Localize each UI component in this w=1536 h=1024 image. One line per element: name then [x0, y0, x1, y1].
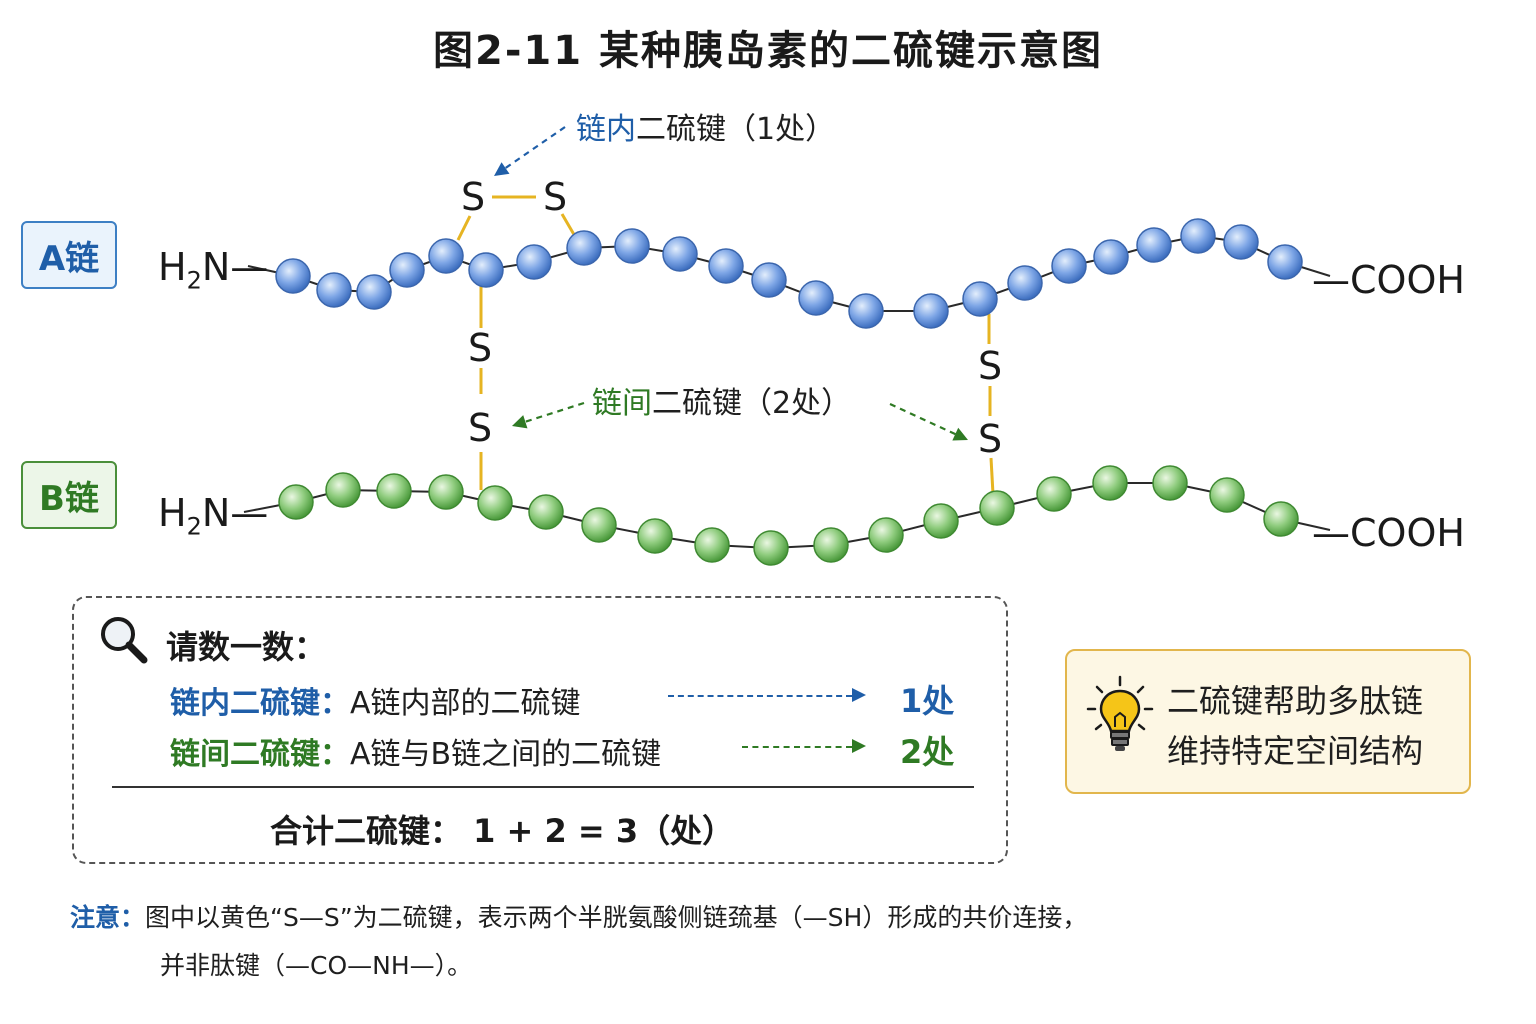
inter-count-arrow [742, 746, 852, 748]
chain-b-residue [868, 517, 904, 553]
chain-b-residue [753, 530, 789, 566]
sulfur-atom-label: S [543, 175, 567, 219]
chain-b-residue [1263, 501, 1299, 537]
sulfur-atom-label: S [978, 344, 1002, 388]
chain-a-n-terminus: H2N— [158, 245, 269, 295]
tip-line-1: 二硫键帮助多肽链 [1167, 682, 1424, 720]
intra-count-arrow [668, 695, 852, 697]
search-icon [101, 617, 148, 664]
footnote-line-2: 并非肽键（—CO—NH—）。 [160, 951, 473, 980]
chain-b-residue [581, 507, 617, 543]
chain-a-residue [1093, 239, 1129, 275]
chain-a-residue [848, 293, 884, 329]
intra-count-desc: A链内部的二硫键 [350, 686, 581, 721]
chain-b-residue [637, 518, 673, 554]
intra-bond-left [456, 215, 472, 241]
chain-b-residue [1036, 476, 1072, 512]
chain-a-residue [468, 252, 504, 288]
inter-caption-pointer-right [889, 403, 969, 441]
chain-b-residue [813, 527, 849, 563]
chain-a-residue [1051, 248, 1087, 284]
intra-caption-pointer [493, 126, 566, 177]
sulfur-atom-label: S [461, 175, 485, 219]
chain-a-c-terminus: —COOH [1312, 258, 1465, 302]
chain-a-tag: A链 [21, 221, 117, 289]
inter-bond-caption: 链间二硫键（2处） [592, 386, 852, 421]
intra-count-row: 链内二硫键：A链内部的二硫键 [170, 678, 581, 722]
intra-bond-caption: 链内二硫键（1处） [576, 112, 836, 147]
chain-a-residue [566, 230, 602, 266]
chain-b-residue [1092, 465, 1128, 501]
chain-a-residue [798, 280, 834, 316]
chain-b-tag: B链 [21, 461, 117, 529]
intra-count-value: 1处 [900, 682, 955, 720]
sulfur-atom-label: S [978, 417, 1002, 461]
chain-b-residue [278, 484, 314, 520]
inter-caption-pointer-right-head [952, 427, 968, 441]
chain-b-residue [979, 490, 1015, 526]
chain-a-residue [708, 248, 744, 284]
inter-count-desc: A链与B链之间的二硫键 [350, 737, 662, 772]
chain-a-residue [614, 228, 650, 264]
chain-a-residue [1007, 265, 1043, 301]
intra-caption-pointer-head [494, 162, 510, 176]
chain-a-residue [913, 293, 949, 329]
intra-count-label: 链内二硫键： [170, 686, 350, 721]
chain-b-residue [477, 485, 513, 521]
chain-b-c-terminus: —COOH [1312, 511, 1465, 555]
caption-pointers [493, 126, 969, 441]
chain-a-residue [1223, 224, 1259, 260]
inter-bond-2-bottom [989, 457, 995, 495]
count-panel: 请数一数： 链内二硫键：A链内部的二硫键 1处 链间二硫键：A链与B链之间的二硫… [72, 596, 1008, 864]
sulfur-atom-label: S [468, 406, 492, 450]
figure-title: 图2-11 某种胰岛素的二硫键示意图 [432, 28, 1104, 74]
chain-b-n-terminus: H2N— [158, 491, 269, 541]
chain-a-residue [356, 274, 392, 310]
inter-count-row: 链间二硫键：A链与B链之间的二硫键 [170, 729, 661, 773]
footnote-label: 注意： [70, 903, 146, 932]
chain-a-residue [962, 281, 998, 317]
chain-a [275, 218, 1303, 329]
footnote: 注意：图中以黄色“S—S”为二硫键，表示两个半胱氨酸侧链巯基（—SH）形成的共价… [70, 894, 1087, 990]
chain-a-residue [516, 244, 552, 280]
chain-b-residue [1152, 465, 1188, 501]
tip-panel: 二硫键帮助多肽链 维持特定空间结构 [1065, 649, 1471, 794]
intra-count-arrowhead [852, 688, 866, 702]
tip-line-2: 维持特定空间结构 [1167, 732, 1424, 770]
chain-a-residue [275, 258, 311, 294]
chain-b-residue [528, 494, 564, 530]
chain-a-residue [1136, 227, 1172, 263]
count-total: 合计二硫键： 1 + 2 = 3（处） [270, 812, 735, 850]
chain-a-residue [1267, 244, 1303, 280]
chain-b [278, 465, 1299, 566]
inter-count-value: 2处 [900, 733, 955, 771]
footnote-line-1: 图中以黄色“S—S”为二硫键，表示两个半胱氨酸侧链巯基（—SH）形成的共价连接， [145, 903, 1088, 932]
count-divider [112, 786, 974, 788]
chain-a-residue [428, 238, 464, 274]
chain-b-residue [428, 474, 464, 510]
chain-b-residue [325, 472, 361, 508]
inter-caption-pointer-left-head [512, 415, 528, 429]
chain-a-residue [389, 252, 425, 288]
sulfur-atom-label: S [468, 326, 492, 370]
chain-a-residue [316, 272, 352, 308]
inter-count-arrowhead [852, 739, 866, 753]
chain-b-residue [923, 503, 959, 539]
chain-a-residue [1180, 218, 1216, 254]
inter-count-label: 链间二硫键： [170, 737, 350, 772]
count-heading: 请数一数： [166, 628, 327, 666]
chain-b-residue [694, 527, 730, 563]
chain-a-residue [751, 262, 787, 298]
chain-b-residue [1209, 477, 1245, 513]
chain-b-residue [376, 473, 412, 509]
chain-a-residue [662, 236, 698, 272]
inter-caption-pointer-left [511, 401, 585, 428]
lightbulb-icon [1086, 675, 1154, 751]
